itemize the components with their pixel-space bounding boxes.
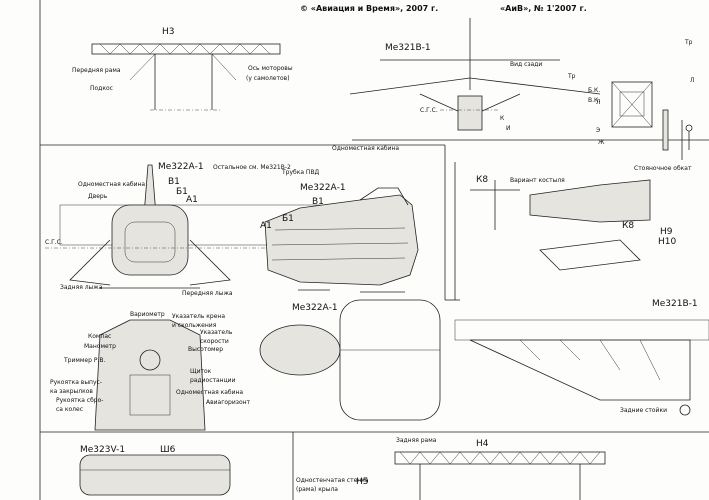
cockpit-view: [94, 319, 206, 431]
label-me323v1: Ме323V-1: [80, 445, 126, 455]
label-me322a1-side: Ме322А-1: [300, 183, 346, 193]
label-flap-lever: Рукоятка выпус-: [50, 379, 102, 386]
label-zh1: Ж: [598, 139, 605, 146]
label-l2: Л: [690, 77, 695, 84]
label-wing-frame: (рама) крыла: [296, 486, 338, 493]
label-single-cab: Одноместная кабина: [78, 181, 146, 188]
label-horizon: Авиагоризонт: [206, 399, 251, 406]
label-rest-see: Остальное см. Ме321В-2: [213, 164, 291, 171]
label-front-frame: Передняя рама: [72, 67, 121, 74]
label-bk: Б.К.: [588, 87, 601, 94]
label-motor-axis2: (у самолетов): [246, 75, 290, 82]
label-sh6: Ш6: [160, 445, 176, 455]
label-pvd: Трубка ПВД: [282, 169, 320, 176]
label-standing: Стояночное обкат: [634, 165, 692, 172]
me321b1-side: [454, 319, 709, 416]
label-compass: Компас: [88, 333, 112, 340]
label-speed-ind: Указатель: [200, 329, 233, 336]
label-altimeter: Высотомер: [188, 346, 224, 353]
me322a1-front-view: [45, 164, 321, 289]
label-b1b: Б1: [176, 187, 188, 197]
me323v1-view: [79, 454, 231, 496]
label-single-cab-bottom: Одноместная кабина: [176, 389, 244, 396]
label-l1: Л: [596, 99, 601, 106]
label-h4: Н4: [476, 439, 489, 449]
label-manometer: Манометр: [84, 343, 116, 350]
label-h3: Н3: [162, 27, 175, 37]
label-wheel-lever2: са колес: [56, 406, 84, 413]
label-motor-axis: Ось моторовы: [248, 65, 293, 72]
label-single-cab-top: Одноместная кабина: [332, 145, 400, 152]
label-tail-variant: Вариант костыля: [510, 177, 565, 184]
label-rear-frame: Задняя рама: [396, 437, 437, 444]
label-b1-side2: Б1: [282, 214, 294, 224]
label-tr2: Тр: [685, 39, 693, 46]
label-me322a1-head: Ме322А-1: [158, 162, 204, 172]
truss-h4: [394, 451, 606, 500]
label-strut: Подкос: [90, 85, 113, 92]
label-b1a: В1: [168, 177, 180, 187]
label-variometer: Вариометр: [130, 311, 165, 318]
label-h5: Н5: [356, 477, 369, 487]
label-a1-side: А1: [260, 221, 272, 231]
label-bank-indicator: Указатель крена: [172, 313, 226, 320]
label-trimmer: Триммер Р.В.: [64, 357, 106, 364]
label-b1-side: В1: [312, 197, 324, 207]
me322a1-side-view: [264, 187, 419, 293]
label-wheel-lever: Рукоятка сбро-: [56, 397, 104, 404]
label-flap-lever2: ка закрылков: [50, 388, 93, 395]
label-k8: К8: [476, 175, 489, 185]
label-speed-ind2: скорости: [200, 338, 229, 345]
label-i1: И: [506, 125, 511, 132]
label-me322a1-plan: Ме322А-1: [292, 303, 338, 313]
label-and-slip: и скольжения: [172, 322, 217, 329]
label-single-wall: Одностенчатая стенка: [296, 477, 369, 484]
label-tr: Тр: [568, 73, 576, 80]
standing-view: [611, 81, 693, 160]
label-front-ski: Передняя лыжа: [182, 290, 233, 297]
label-radio: радиостанции: [190, 377, 236, 384]
label-rear-ski: Задняя лыжа: [60, 284, 103, 291]
label-door: Дверь: [88, 193, 108, 200]
label-sgs2: С.Г.С.: [45, 239, 63, 246]
label-e1: Э: [596, 127, 601, 134]
label-k1: К: [500, 115, 505, 122]
label-vk: В.К.: [588, 97, 601, 104]
label-rear-view: Вид сзади: [510, 61, 543, 68]
label-rear-struts: Задние стойки: [620, 407, 667, 414]
label-me321b1-top: Ме321В-1: [385, 43, 431, 53]
label-me321b1-right: Ме321В-1: [652, 299, 698, 309]
label-h9: Н9: [660, 227, 673, 237]
label-k8b: К8: [622, 221, 635, 231]
label-panel: Щиток: [190, 368, 212, 375]
header-copyright: © «Авиация и Время», 2007 г.: [300, 4, 439, 13]
me321b1-rear-view: [349, 18, 601, 131]
label-h10: Н10: [658, 237, 677, 247]
tail-skid-variant: [470, 179, 651, 271]
label-sgs1: С.Г.С.: [420, 107, 438, 114]
label-a1: А1: [186, 195, 198, 205]
truss-h3: [91, 43, 281, 111]
me322a1-plan-view: [259, 299, 441, 421]
header-issue: «АиВ», № 1'2007 г.: [500, 4, 587, 13]
